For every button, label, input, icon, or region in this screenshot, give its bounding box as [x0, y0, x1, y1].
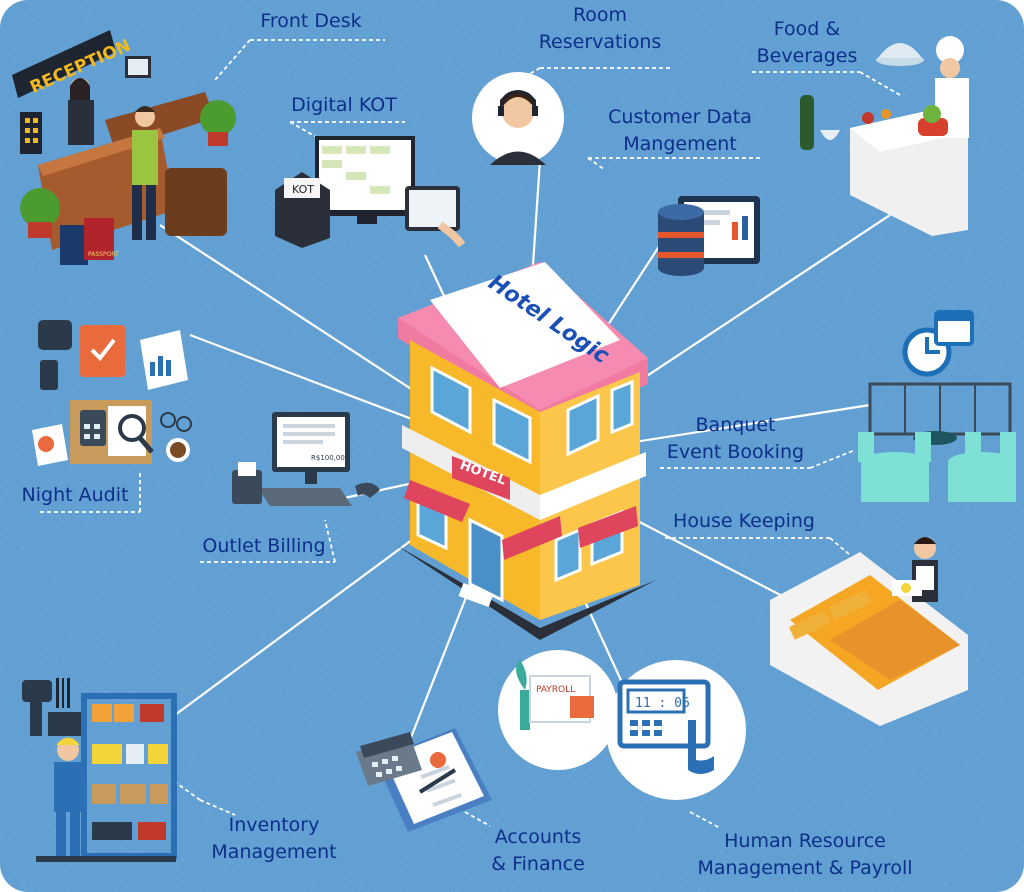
passport-text: PASSPORT	[88, 251, 119, 258]
label-leaders	[40, 39, 901, 829]
label-food-beverages: Food &Beverages	[756, 18, 858, 67]
food-beverages-illustration	[800, 36, 969, 236]
accounts-finance-illustration	[356, 728, 492, 832]
label-house-keeping: House Keeping	[673, 510, 815, 532]
room-reservations-illustration	[472, 72, 564, 165]
house-keeping-illustration	[770, 537, 968, 726]
pos-amount-text: R$100,00	[311, 454, 345, 462]
banquet-illustration	[858, 310, 1016, 502]
label-digital-kot: Digital KOT	[291, 94, 397, 116]
label-night-audit: Night Audit	[21, 484, 129, 506]
digital-kot-illustration: KOT	[275, 136, 466, 248]
database-icon	[658, 204, 704, 276]
label-outlet-billing: Outlet Billing	[202, 535, 326, 557]
kot-printer-text: KOT	[292, 183, 314, 196]
awnings	[404, 480, 638, 560]
outlet-billing-illustration: R$100,00	[232, 412, 380, 506]
label-front-desk: Front Desk	[260, 10, 362, 32]
hr-payroll-illustration: PAYROLL 11 : 06	[498, 650, 746, 800]
label-accounts-finance: Accounts& Finance	[491, 826, 585, 875]
inventory-illustration	[22, 678, 177, 862]
clock-time-text: 11 : 06	[635, 696, 690, 711]
customer-data-illustration	[658, 196, 760, 276]
night-audit-illustration	[32, 320, 192, 466]
payroll-text: PAYROLL	[536, 685, 575, 695]
